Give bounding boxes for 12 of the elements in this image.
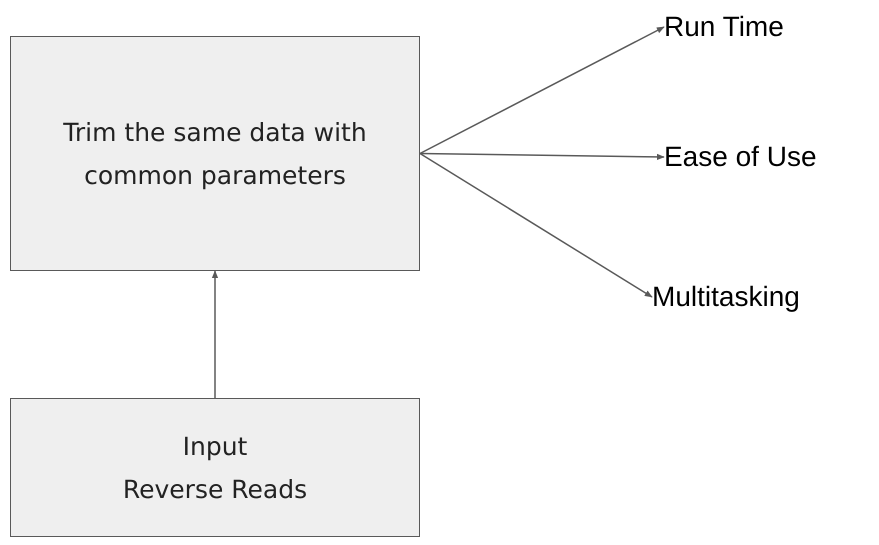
arrow — [420, 152, 653, 298]
outcome-label: Ease of Use — [664, 141, 817, 173]
box-label: Trim the same data with common parameters — [62, 116, 368, 192]
outcome-label: Multitasking — [652, 281, 800, 313]
process-box — [10, 398, 420, 537]
arrow — [212, 270, 218, 398]
outcome-label: Run Time — [664, 11, 784, 43]
box-label: Input — [182, 430, 248, 462]
process-box — [10, 36, 420, 271]
arrow — [420, 152, 665, 160]
box-label: Reverse Reads — [122, 474, 308, 506]
arrow — [420, 26, 665, 154]
